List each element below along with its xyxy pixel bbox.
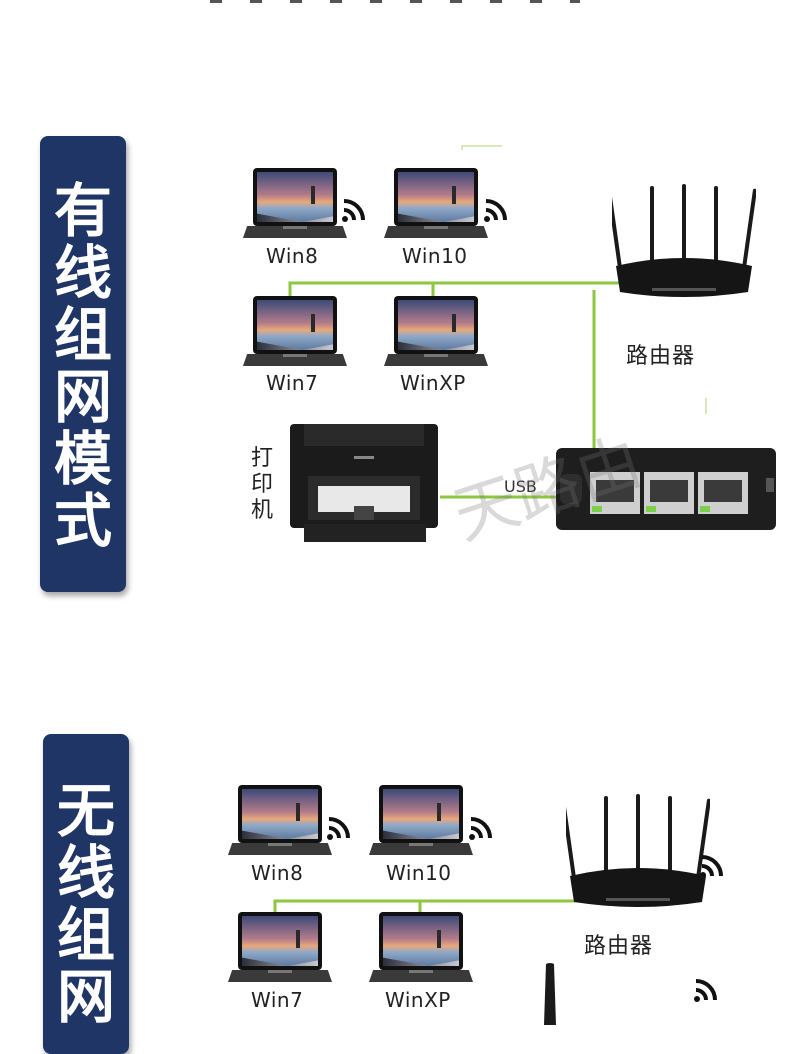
wifi-icon — [327, 817, 350, 840]
laptop-icon — [228, 912, 332, 986]
antenna-icon — [544, 963, 556, 1025]
laptop-icon — [228, 785, 332, 859]
usb-label: USB — [504, 477, 537, 496]
laptop-icon — [369, 785, 473, 859]
wireless-section-cables — [273, 899, 580, 914]
pc-label-win7: Win7 — [266, 371, 319, 395]
laptop-icon — [384, 296, 488, 370]
router-label: 路由器 — [626, 344, 696, 369]
top-edge-decoration — [210, 0, 580, 3]
pc-label-win8: Win8 — [251, 861, 304, 885]
wired-mode-banner: 有 线 组 网 模 式 — [40, 136, 126, 592]
wireless-mode-banner: 无 线 组 网 — [43, 734, 129, 1054]
router-icon — [566, 794, 710, 907]
router-icon — [612, 184, 756, 297]
pc-label-win7: Win7 — [251, 988, 304, 1012]
printer-label: 打印机 — [250, 446, 273, 523]
print-server-icon — [556, 448, 776, 530]
printer-icon — [290, 424, 438, 542]
pc-label-win10: Win10 — [386, 861, 452, 885]
router-label: 路由器 — [584, 934, 654, 959]
wifi-icon — [484, 199, 507, 222]
laptop-icon — [369, 912, 473, 986]
pc-label-win8: Win8 — [266, 244, 319, 268]
wireless-mode-title: 无 线 组 网 — [56, 777, 115, 1031]
wired-mode-title: 有 线 组 网 模 式 — [53, 177, 112, 555]
laptop-icon — [243, 296, 347, 370]
wifi-icon — [469, 817, 492, 840]
wifi-icon — [342, 199, 365, 222]
pc-label-winxp: WinXP — [400, 371, 466, 395]
pc-label-winxp: WinXP — [385, 988, 451, 1012]
wifi-icon — [694, 979, 717, 1002]
pc-label-win10: Win10 — [402, 244, 468, 268]
laptop-icon — [384, 168, 488, 242]
laptop-icon — [243, 168, 347, 242]
